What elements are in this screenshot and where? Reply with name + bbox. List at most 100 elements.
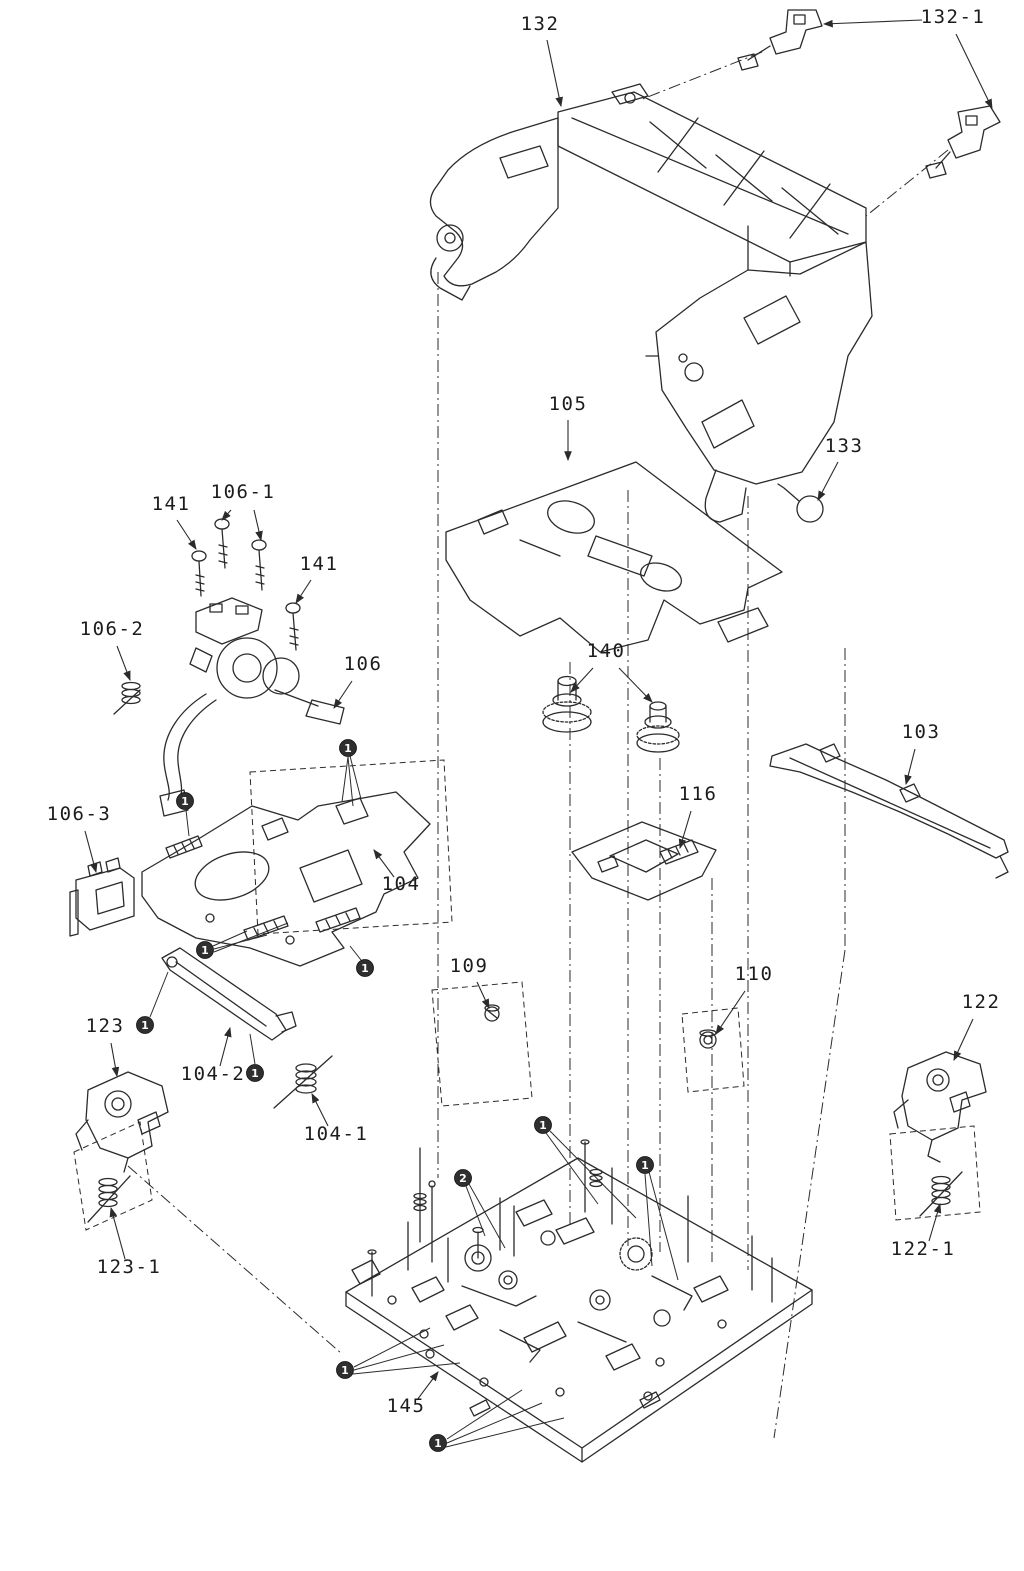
part-106-motor-assembly	[159, 597, 345, 817]
callout-leader-line	[213, 922, 289, 953]
part-label-106-1: 106-1	[211, 481, 276, 503]
screw-callout-1: 1	[356, 959, 374, 977]
leader-line-141	[176, 519, 197, 550]
part-label-116: 116	[679, 783, 718, 805]
projection-lines	[127, 51, 949, 1439]
callout-leader-line	[249, 1033, 256, 1065]
callout-leader-line	[465, 1185, 486, 1237]
svg-text:1: 1	[341, 1364, 349, 1377]
leader-line-109	[476, 981, 490, 1009]
callout-leader-line	[446, 1389, 523, 1440]
part-104-2-latch-bar	[161, 947, 297, 1041]
part-label-133: 133	[825, 435, 864, 457]
leader-line-106-3	[84, 830, 98, 874]
part-label-109: 109	[450, 955, 489, 977]
svg-text:1: 1	[361, 962, 369, 975]
part-label-106-3: 106-3	[47, 803, 112, 825]
part-label-105: 105	[549, 393, 588, 415]
part-label-104: 104	[382, 873, 421, 895]
leader-line-141	[295, 579, 312, 604]
callout-leader-line	[212, 930, 248, 947]
leader-line-122	[953, 1018, 974, 1061]
leader-line-140	[570, 667, 594, 693]
part-label-106-2: 106-2	[80, 618, 145, 640]
part-132-carriage-frame	[429, 83, 873, 523]
part-141-screw-a	[191, 550, 207, 597]
part-label-122-1: 122-1	[891, 1238, 956, 1260]
parts-linework	[69, 9, 1009, 1463]
screw-callout-1: 1	[636, 1156, 654, 1174]
leader-line-106-1	[221, 509, 232, 521]
callout-leader-line	[445, 1417, 565, 1448]
callout-leader-line	[648, 1171, 679, 1281]
leader-line-106-2	[116, 645, 131, 682]
screw-callout-1: 1	[339, 739, 357, 757]
leader-line-140	[618, 667, 653, 703]
callout-leader-line	[353, 1327, 431, 1368]
part-106-2-spring	[113, 681, 141, 715]
part-104-1-spring	[273, 1055, 333, 1109]
leader-line-132-1	[955, 33, 993, 109]
callout-leader-line	[644, 1173, 653, 1267]
part-label-122: 122	[962, 991, 1001, 1013]
part-105-cover-plate	[445, 461, 783, 653]
part-122-guide-bracket	[893, 1051, 987, 1163]
callout-leader-line	[549, 1130, 637, 1219]
leader-line-110	[715, 990, 746, 1035]
part-145-main-chassis	[345, 1139, 813, 1463]
part-label-132: 132	[521, 13, 560, 35]
callout-leader-line	[349, 755, 362, 800]
svg-text:2: 2	[459, 1172, 467, 1185]
screw-callout-1: 1	[176, 792, 194, 810]
part-140-reel-knobs	[542, 675, 680, 753]
leader-line-123	[110, 1042, 120, 1078]
reference-boxes	[73, 759, 981, 1231]
leader-line-104-1	[311, 1093, 329, 1127]
part-133-pin	[777, 483, 824, 523]
callout-leader-line	[446, 1402, 543, 1444]
callout-leader-line	[352, 1362, 461, 1375]
leader-line-123-1	[109, 1206, 126, 1260]
leader-line-104-2	[219, 1026, 232, 1067]
svg-text:1: 1	[641, 1159, 649, 1172]
svg-text:1: 1	[251, 1067, 259, 1080]
svg-text:1: 1	[141, 1019, 149, 1032]
callout-leader-line	[545, 1132, 599, 1205]
svg-text:1: 1	[434, 1437, 442, 1450]
leader-line-104	[373, 849, 395, 878]
part-106-1-screws	[214, 518, 267, 591]
part-label-140: 140	[587, 640, 626, 662]
callout-leader-line	[341, 756, 349, 803]
callout-leader-line	[353, 1344, 445, 1371]
screw-callout-1: 1	[429, 1434, 447, 1452]
screw-callout-2: 2	[454, 1169, 472, 1187]
part-122-1-spring	[919, 1171, 963, 1217]
leader-line-145	[416, 1371, 439, 1401]
leader-line-122-1	[928, 1202, 942, 1242]
leader-line-132-1	[822, 19, 923, 28]
leader-line-106-1	[253, 509, 263, 542]
screw-callout-1: 1	[336, 1361, 354, 1379]
part-label-132-1: 132-1	[921, 6, 986, 28]
part-141-screw-b	[285, 602, 301, 651]
part-label-123: 123	[86, 1015, 125, 1037]
leader-line-103	[904, 748, 916, 786]
part-123-1-spring	[87, 1175, 131, 1223]
screw-callout-1: 1	[534, 1116, 552, 1134]
part-104-sub-plate	[141, 791, 431, 967]
part-label-104-1: 104-1	[304, 1123, 369, 1145]
screw-callout-1: 1	[136, 1016, 154, 1034]
callout-leader-line	[149, 971, 169, 1018]
part-116-switch-bracket	[571, 821, 717, 901]
leader-line-106	[333, 680, 353, 709]
svg-text:1: 1	[181, 795, 189, 808]
svg-text:1: 1	[539, 1119, 547, 1132]
part-103-slide-rail	[769, 743, 1009, 879]
part-132-1-clips	[737, 9, 1001, 179]
part-label-145: 145	[387, 1395, 426, 1417]
part-label-106: 106	[344, 653, 383, 675]
callout-leader-line	[347, 756, 354, 807]
svg-text:1: 1	[344, 742, 352, 755]
